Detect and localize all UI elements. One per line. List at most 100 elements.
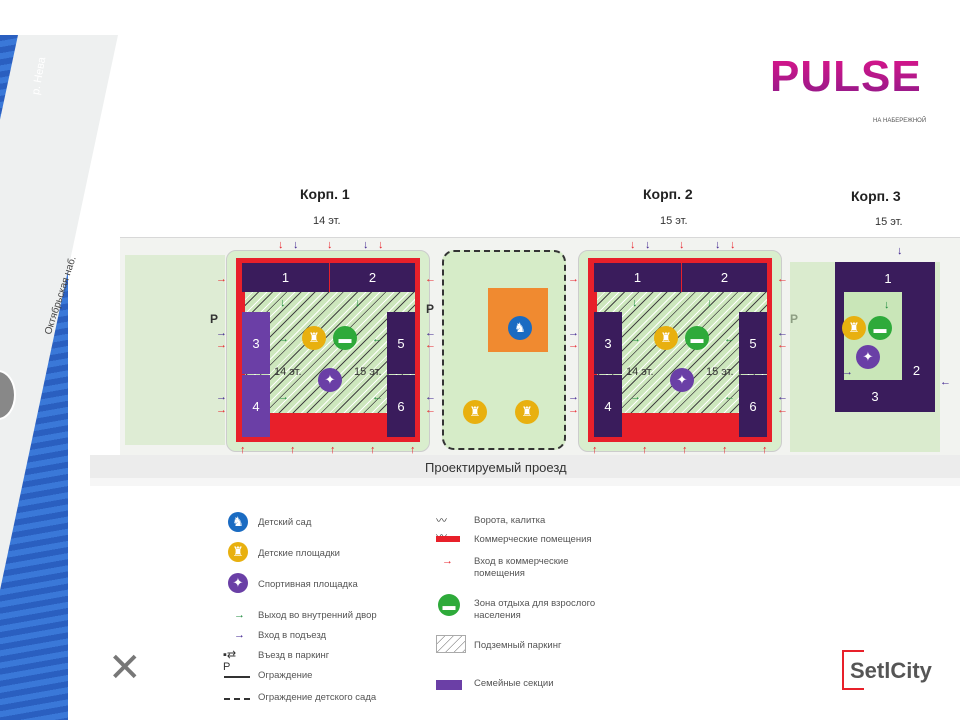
corp1-section-1[interactable]: 1 (242, 263, 329, 292)
corp3-section-1[interactable]: 1 (884, 271, 892, 286)
courtyard-exit-arrow: ↓ (707, 297, 713, 309)
sports-icon: ✦ (856, 345, 880, 369)
corp3-section-2[interactable]: 2 (912, 362, 921, 378)
entrance-arrow: ← (425, 327, 436, 339)
commercial-entrance-arrow: ↑ (330, 444, 336, 456)
entrance-arrow: → (842, 366, 853, 378)
commercial-entrance-arrow: → (568, 339, 579, 351)
commercial-entrance-arrow: → (216, 339, 227, 351)
entrance-arrow: ← (425, 391, 436, 403)
commercial-entrance-arrow: → (216, 273, 227, 285)
corp1-section-2[interactable]: 2 (330, 263, 415, 292)
commercial-entrance-arrow: ↑ (722, 444, 728, 456)
legend-label: Коммерческие помещения (474, 534, 592, 545)
playground-icon: ♜ (302, 326, 326, 350)
corp2-section-5[interactable]: 5 (739, 312, 767, 374)
commercial-entrance-arrow: ← (777, 339, 788, 351)
corp2-inner-right-floors: 15 эт. (706, 366, 734, 378)
compass-icon: ✕ (108, 646, 142, 690)
watermark: SetlCity (850, 658, 932, 683)
sports-icon: ✦ (318, 368, 342, 392)
entrance-arrow: ← (777, 327, 788, 339)
corp2-inner-left-floors: 14 эт. (626, 366, 654, 378)
courtyard-exit-arrow: → (278, 333, 289, 345)
parking-entry-label: P (210, 312, 219, 326)
parking-entry-label: P (426, 302, 435, 316)
legend-label: Выход во внутренний двор (258, 610, 377, 621)
corp2-floors: 15 эт. (660, 215, 688, 227)
legend-label: Подземный паркинг (474, 640, 562, 651)
corp1-floors: 14 эт. (313, 215, 341, 227)
commercial-entrance-arrow: ← (777, 404, 788, 416)
sports-icon: ✦ (670, 368, 694, 392)
corp3-section-3[interactable]: 3 (871, 388, 879, 404)
corp1-section-4[interactable]: 4 (242, 375, 270, 437)
corp2-section-2[interactable]: 2 (682, 263, 767, 292)
legend-label: Вход в подъезд (258, 630, 327, 641)
legend-label: Зона отдыха для взрослого населения (474, 598, 596, 621)
hatch-icon (436, 635, 466, 653)
corp2-section-1[interactable]: 1 (594, 263, 681, 292)
playground-icon: ♜ (654, 326, 678, 350)
legend-label: Въезд в паркинг (258, 650, 330, 661)
corp1-section-6[interactable]: 6 (387, 375, 415, 437)
corp3-floors: 15 эт. (875, 216, 903, 228)
entrance-arrow: ↓ (645, 239, 651, 251)
sidewalk (90, 478, 960, 486)
corp1-section-3[interactable]: 3 (242, 312, 270, 374)
legend-label: Ограждение (258, 670, 313, 681)
entrance-arrow: ↓ (897, 245, 903, 257)
entrance-arrow: ↓ (363, 239, 369, 251)
commercial-entrance-arrow: ↓ (327, 239, 333, 251)
commercial-entrance-arrow: ← (777, 273, 788, 285)
courtyard-exit-arrow: ↓ (632, 297, 638, 309)
legend-label: Спортивная площадка (258, 579, 358, 590)
entrance-arrow: ← (940, 376, 951, 388)
rest-zone-icon: ▬ (438, 594, 460, 616)
courtyard-exit-arrow: ← (724, 391, 735, 403)
corp2-section-4[interactable]: 4 (594, 375, 622, 437)
green-arrow-icon: → (234, 609, 245, 621)
kindergarten-icon: ♞ (228, 512, 248, 532)
courtyard-exit-arrow: ↓ (355, 297, 361, 309)
corp3-title: Корп. 3 (851, 188, 901, 204)
entrance-arrow: → (568, 327, 579, 339)
corp2-section-3[interactable]: 3 (594, 312, 622, 374)
commercial-entrance-arrow: → (568, 404, 579, 416)
corp2-courtyard-parking (597, 292, 767, 413)
entrance-arrow: ← (777, 391, 788, 403)
playground-icon: ♜ (842, 316, 866, 340)
courtyard-exit-arrow: ← (724, 333, 735, 345)
commercial-entrance-arrow: ↑ (592, 444, 598, 456)
legend-label: Детские площадки (258, 548, 340, 559)
family-icon (436, 680, 462, 690)
playground-icon: ♜ (515, 400, 539, 424)
commercial-entrance-arrow: ↑ (240, 444, 246, 456)
courtyard-exit-arrow: ↓ (884, 299, 890, 311)
corp2-title: Корп. 2 (643, 186, 693, 202)
courtyard-exit-arrow: → (630, 333, 641, 345)
corp2-section-6[interactable]: 6 (739, 375, 767, 437)
corp1-section-5[interactable]: 5 (387, 312, 415, 374)
legend-label: Семейные секции (474, 678, 554, 689)
playground-icon: ♜ (228, 542, 248, 562)
courtyard-exit-arrow: ← (372, 333, 383, 345)
kindergarten-icon: ♞ (508, 316, 532, 340)
commercial-entrance-arrow: ↑ (370, 444, 376, 456)
commercial-entrance-arrow: ↓ (679, 239, 685, 251)
entrance-arrow: → (216, 327, 227, 339)
logo-tagline: НА НАБЕРЕЖНОЙ (873, 118, 927, 124)
playground-icon: ♜ (463, 400, 487, 424)
entrance-arrow: → (568, 391, 579, 403)
road (90, 455, 960, 481)
commercial-entrance-arrow: ← (425, 273, 436, 285)
purple-arrow-icon: → (234, 629, 245, 641)
corp1-inner-right-floors: 15 эт. (354, 366, 382, 378)
commercial-entrance-arrow: ↓ (630, 239, 636, 251)
entrance-arrow: → (216, 391, 227, 403)
legend-label: Ворота, калитка (474, 515, 546, 526)
commercial-entrance-arrow: ↑ (682, 444, 688, 456)
logo: PULSE (770, 52, 922, 101)
courtyard-exit-arrow: → (278, 391, 289, 403)
commercial-entrance-arrow: ↑ (762, 444, 768, 456)
